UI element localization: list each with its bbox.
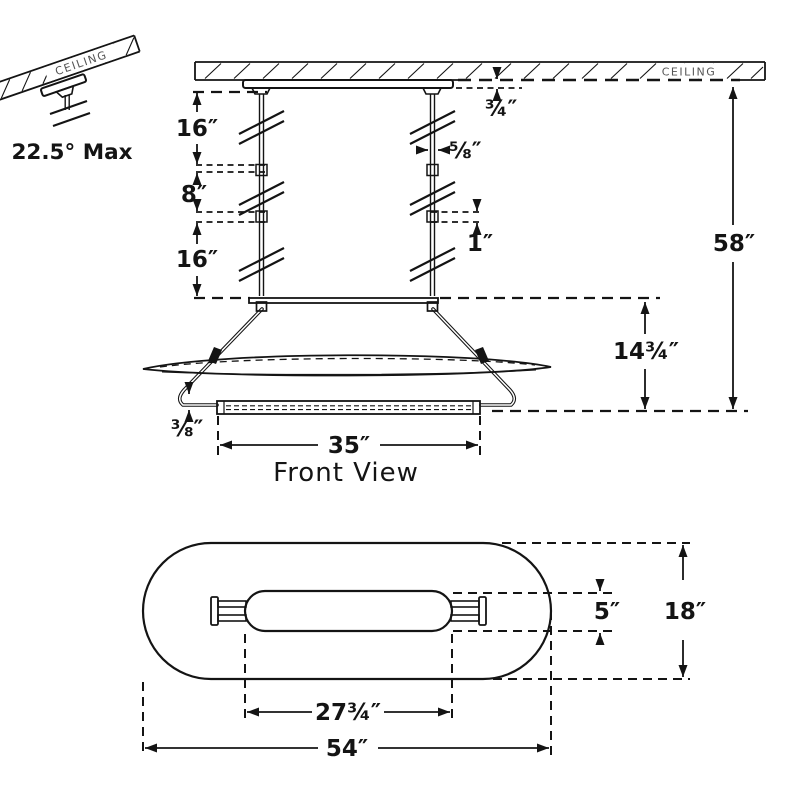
- dim-canopy-thickness: ¾″: [456, 67, 522, 122]
- sloped-ceiling-band: [0, 34, 141, 102]
- stem-break-marks: [238, 110, 456, 282]
- shade-hidden-edge: [159, 357, 536, 368]
- dim-wire-diameter: ⅜″: [171, 382, 204, 442]
- dim-inner-width: 5″: [453, 579, 620, 645]
- dim-overall-width-label: 18″: [664, 599, 706, 625]
- light-bar: [216, 400, 481, 415]
- end-bracket-right: [450, 596, 487, 626]
- frame-top-bar: [248, 297, 439, 304]
- ceiling-band: CEILING: [194, 61, 766, 82]
- ceiling-angle-detail: CEILING 22.5° Max: [0, 34, 141, 165]
- stem-connector: [426, 163, 439, 177]
- dim-wire-diameter-label: ⅜″: [171, 417, 204, 442]
- dim-inner-width-label: 5″: [594, 599, 620, 625]
- dim-overall-length: 54″: [142, 611, 552, 762]
- stem-connector: [255, 163, 268, 177]
- dim-inner-length: 27¾″: [244, 634, 453, 726]
- sloped-ceiling-label: CEILING: [53, 48, 109, 78]
- front-view-title: Front View: [273, 458, 419, 488]
- detail-break-lines: [49, 99, 91, 128]
- dim-stem-diameter-label: ⅝″: [449, 139, 482, 164]
- dim-stem-upper-label: 16″: [176, 116, 218, 142]
- shade-lower-edge: [161, 369, 537, 375]
- detail-canopy-mount: [54, 84, 75, 99]
- shade-clip-left: [208, 347, 222, 364]
- front-view: CEILING: [142, 61, 766, 488]
- shade-clip-right: [475, 347, 489, 364]
- canopy: [242, 79, 454, 95]
- dim-body-height-label: 14¾″: [613, 339, 679, 365]
- dim-connector-label: 1″: [467, 231, 493, 257]
- shade-edge: [142, 354, 552, 377]
- plan-view: 18″ 5″ 27¾″ 54″: [141, 541, 706, 762]
- dim-stem-diameter: ⅝″: [416, 139, 482, 164]
- dim-stem-middle-label: 8″: [181, 182, 207, 208]
- ceiling-label: CEILING: [662, 66, 717, 79]
- end-bracket-left: [210, 596, 247, 626]
- dim-connector: 1″: [431, 199, 493, 257]
- dim-stem-lower-label: 16″: [176, 247, 218, 273]
- dim-inner-length-label: 27¾″: [315, 700, 381, 726]
- dim-overall-width: 18″: [493, 542, 706, 680]
- dim-stem-sections: 16″ 8″ 16″: [176, 90, 268, 300]
- stems: [238, 94, 456, 296]
- max-angle-label: 22.5° Max: [11, 140, 132, 165]
- dim-overall-length-label: 54″: [326, 736, 368, 762]
- stem-mount-right: [421, 87, 443, 95]
- dim-light-bar-label: 35″: [328, 433, 370, 459]
- frame-corner-fitting-left: [255, 301, 268, 312]
- shade-outline: [141, 541, 553, 681]
- dim-body-height: 14¾″: [440, 296, 748, 413]
- light-bar-outline: [243, 589, 454, 633]
- dim-light-bar: 35″: [217, 416, 481, 459]
- dim-overall-height: 58″: [713, 87, 755, 409]
- dim-overall-height-label: 58″: [713, 231, 755, 257]
- dim-canopy-thickness-label: ¾″: [485, 97, 518, 122]
- fixture-body: [142, 297, 552, 415]
- frame-corner-fitting-right: [426, 301, 439, 312]
